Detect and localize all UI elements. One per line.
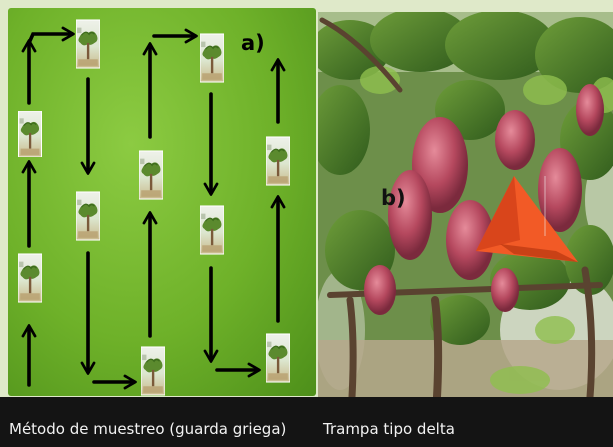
vine-plant [139,150,163,200]
vine-plants [18,19,290,396]
vine-plant [266,136,290,186]
caption-sampling-method: Método de muestreo (guarda griega) [9,420,287,438]
vine-plant [141,346,165,396]
vine-plant [76,19,100,69]
sampling-field-panel [8,8,316,396]
route-arrows [21,26,286,390]
vine-plant [18,253,42,303]
caption-bar [0,397,613,447]
vine-plant [266,333,290,383]
panel-label-b: b) [381,186,406,210]
vine-plant [18,111,42,157]
panel-label-a: a) [241,31,265,55]
vine-plant [76,191,100,241]
caption-delta-trap: Trampa tipo delta [323,420,455,438]
delta-trap-photo [318,12,613,397]
vine-plant [200,33,224,83]
vine-plant [200,205,224,255]
arrow-right [27,26,75,45]
